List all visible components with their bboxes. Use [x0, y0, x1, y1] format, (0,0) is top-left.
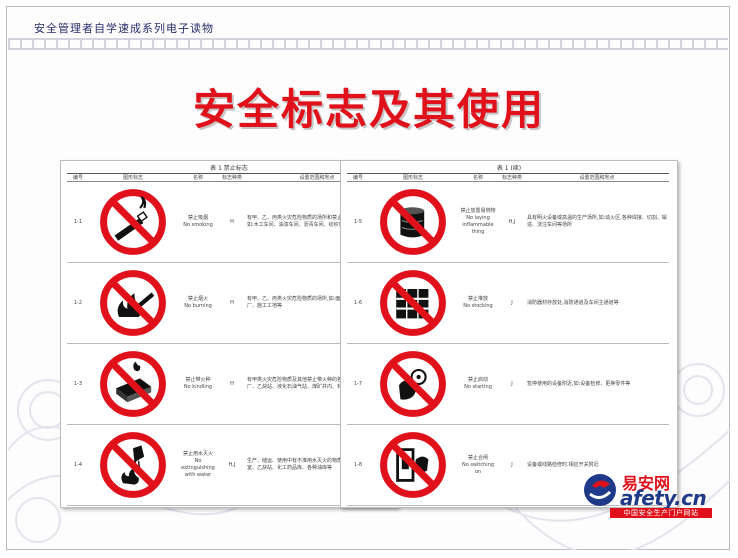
table-caption: 表 1 禁止标志 [210, 165, 248, 172]
sign-name-en: No extinguishing with water [181, 458, 215, 478]
row-number: 1-6 [347, 262, 369, 344]
usage-location: 暂停使用的设备附近,如:设备检修、更换零件等 [525, 343, 669, 425]
sign-name-cn: 禁止放置易燃物 [460, 208, 496, 214]
sign-name: 禁止吸烟 No smoking [177, 181, 219, 263]
sign-kind: H [219, 262, 245, 344]
usage-location: 设备或线路检修时,相应开关附近 [525, 424, 669, 506]
sign-kind: J [499, 262, 525, 344]
sign-name-en: No starting [464, 384, 492, 390]
sign-name-en: No stocking [463, 303, 493, 309]
column-header: 标志种类 [219, 173, 245, 182]
table-header-row: 编号 图形标志 名称 标志种类 设置范围和地点 [67, 173, 389, 182]
row-number: 1-4 [67, 424, 89, 506]
row-number: 1-5 [347, 181, 369, 263]
sign-name-en: No smoking [183, 222, 213, 228]
decorative-border [8, 38, 728, 50]
main-title: 安全标志及其使用 [192, 85, 545, 134]
table-header-row: 编号 图形标志 名称 标志种类 设置范围和地点 [347, 173, 669, 182]
sign-name-cn: 禁止堆放 [467, 296, 488, 302]
sign-name: 禁止启动 No starting [457, 343, 499, 425]
sign-name: 禁止合闸 No switching on [457, 424, 499, 506]
column-header: 编号 [67, 173, 89, 182]
sign-table: 编号 图形标志 名称 标志种类 设置范围和地点 1-1 [67, 173, 389, 506]
sign-cell [369, 343, 457, 425]
sign-kind: H,J [499, 181, 525, 263]
column-header: 设置范围和地点 [245, 173, 389, 182]
logo-en-text: afety.cn [620, 486, 707, 510]
table-row: 1-8 禁止合闸 No switching on J 设备或线路检修时,相应开关… [347, 424, 669, 506]
site-logo[interactable]: 易安网 afety.cn 中国安全生产门户网站 [582, 470, 714, 518]
sign-name: 禁止带火种 No kindling [177, 343, 219, 425]
row-number: 1-7 [347, 343, 369, 425]
sign-name-cn: 禁止用水灭火 [182, 451, 213, 457]
sign-kind: H,J [219, 424, 245, 506]
right-page: 表 1 (续) 编号 图形标志 名称 标志种类 设置范围和地点 1-5 [340, 160, 678, 508]
column-header: 图形标志 [369, 173, 457, 182]
no-stacking-icon [380, 270, 446, 336]
column-header: 标志种类 [499, 173, 525, 182]
logo-mark-icon [584, 474, 616, 506]
row-number: 1-2 [67, 262, 89, 344]
no-starting-icon [380, 351, 446, 417]
sign-cell [369, 181, 457, 263]
table-row: 1-6 禁止堆放 No stocking J 消防器材存 [347, 262, 669, 344]
column-header: 图形标志 [89, 173, 177, 182]
sign-cell [369, 424, 457, 506]
row-number: 1-3 [67, 343, 89, 425]
sign-name-en: No laying inflammable thing [462, 215, 494, 235]
no-switching-on-icon [380, 432, 446, 498]
usage-location: 具有明火设备或高温的生产场所,如:动火区,各种焊接、切割、锻造、浇注车间等场所 [525, 181, 669, 263]
no-burning-icon [100, 270, 166, 336]
sign-kind: H [219, 343, 245, 425]
sign-cell [89, 343, 177, 425]
table-row: 1-5 禁止放置易燃物 No laying inflammable thing … [347, 181, 669, 263]
logo-slogan: 中国安全生产门户网站 [610, 508, 712, 518]
sign-cell [89, 424, 177, 506]
table-row: 1-1 禁止吸烟 No smoking H 有甲、乙、丙类火灾危险物质的场所和禁… [67, 181, 389, 263]
no-smoking-icon [100, 189, 166, 255]
table-row: 1-4 禁止用水灭火 No extinguishing with water H… [67, 424, 389, 506]
usage-location: 消防器材存放处,消防通道及车间主通道等 [525, 262, 669, 344]
column-header: 名称 [177, 173, 219, 182]
sign-name-en: No burning [184, 303, 212, 309]
sign-name: 禁止用水灭火 No extinguishing with water [177, 424, 219, 506]
sign-cell [89, 262, 177, 344]
no-water-extinguishing-icon [100, 432, 166, 498]
sign-cell [369, 262, 457, 344]
sign-name-cn: 禁止带火种 [185, 377, 211, 383]
row-number: 1-8 [347, 424, 369, 506]
logo-cn-text: 易安网 [622, 474, 671, 493]
column-header: 编号 [347, 173, 369, 182]
sign-name-en: No switching on [461, 461, 495, 475]
sign-name-cn: 禁止启动 [467, 377, 488, 383]
sign-kind: J [499, 424, 525, 506]
no-kindling-icon [100, 351, 166, 417]
series-title: 安全管理者自学速成系列电子读物 [34, 22, 214, 35]
sign-name-cn: 禁止合闸 [467, 454, 488, 461]
column-header: 名称 [457, 173, 499, 182]
no-inflammable-icon [380, 189, 446, 255]
sign-kind: J [499, 343, 525, 425]
sign-name: 禁止烟火 No burning [177, 262, 219, 344]
sign-table: 编号 图形标志 名称 标志种类 设置范围和地点 1-5 [347, 173, 669, 506]
sign-name: 禁止放置易燃物 No laying inflammable thing [457, 181, 499, 263]
sign-name-cn: 禁止吸烟 [187, 215, 208, 221]
sign-cell [89, 181, 177, 263]
left-page: 表 1 禁止标志 编号 图形标志 名称 标志种类 设置范围和地点 1-1 [60, 160, 398, 508]
sign-name: 禁止堆放 No stocking [457, 262, 499, 344]
table-row: 1-7 禁止启动 No starting J 暂停使用的设备附近,如:设备检修、… [347, 343, 669, 425]
row-number: 1-1 [67, 181, 89, 263]
column-header: 设置范围和地点 [525, 173, 669, 182]
table-caption: 表 1 (续) [496, 165, 522, 172]
sign-kind: H [219, 181, 245, 263]
sign-name-cn: 禁止烟火 [187, 296, 208, 302]
sign-name-en: No kindling [183, 384, 213, 390]
